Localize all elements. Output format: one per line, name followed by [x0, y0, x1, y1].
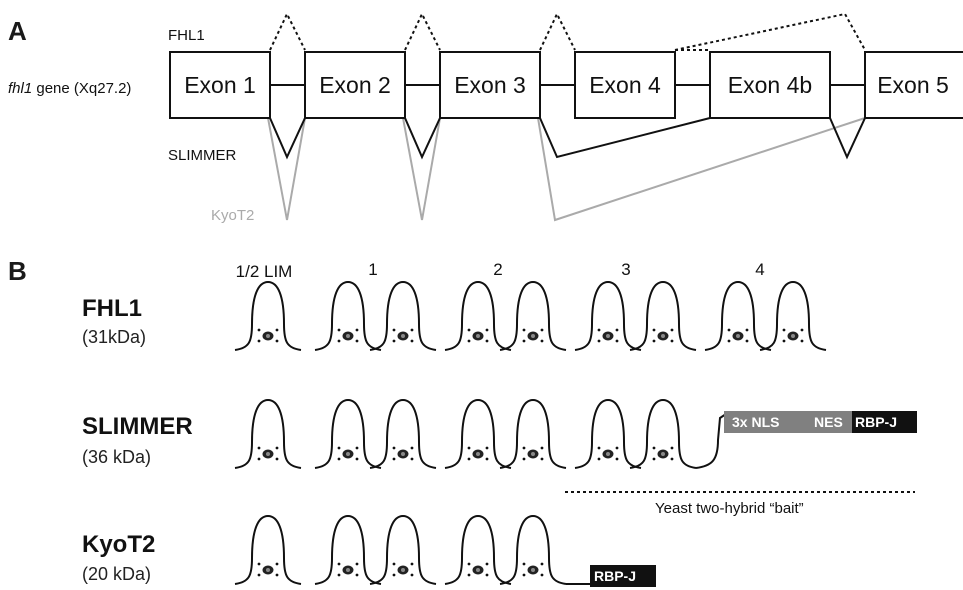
kyot2-rbpj-label: RBP-J — [594, 568, 636, 584]
slimmer-rbpj-label: RBP-J — [855, 414, 897, 430]
exon-4b-label: Exon 4b — [728, 72, 812, 98]
exon-4b: Exon 4b — [710, 52, 830, 118]
slimmer-zinc-fingers — [235, 400, 696, 468]
slimmer-protein-mass: (36 kDa) — [82, 447, 151, 467]
kyot2-isoform-label: KyoT2 — [211, 207, 254, 224]
lim-label-1: 1 — [368, 260, 377, 279]
exon-5-label: Exon 5 — [877, 72, 949, 98]
panel-b-letter: B — [8, 256, 27, 286]
slimmer-nes-label: NES — [814, 414, 843, 430]
exon-3: Exon 3 — [440, 52, 540, 118]
fhl1-protein-mass: (31kDa) — [82, 327, 146, 347]
fhl1-zinc-fingers — [235, 282, 826, 350]
lim-label-3: 3 — [621, 260, 630, 279]
exon-1: Exon 1 — [170, 52, 270, 118]
exon-4: Exon 4 — [575, 52, 675, 118]
exon-4-label: Exon 4 — [589, 72, 661, 98]
exon-2-label: Exon 2 — [319, 72, 391, 98]
lim-label-half: 1/2 LIM — [236, 262, 293, 281]
kyot2-splice-lines — [268, 118, 865, 220]
slimmer-isoform-label: SLIMMER — [168, 147, 237, 164]
gene-label-italic: fhl1 — [8, 80, 32, 97]
gene-label: fhl1 gene (Xq27.2) — [8, 80, 131, 97]
lim-label-2: 2 — [493, 260, 502, 279]
panel-a-letter: A — [8, 16, 27, 46]
bait-label: Yeast two-hybrid “bait” — [655, 500, 804, 517]
kyot2-zinc-fingers — [235, 516, 566, 584]
exon-5: Exon 5 — [865, 52, 963, 118]
exon-3-label: Exon 3 — [454, 72, 526, 98]
slimmer-protein-name: SLIMMER — [82, 413, 193, 440]
kyot2-protein-name: KyoT2 — [82, 531, 155, 558]
fhl1-protein-name: FHL1 — [82, 295, 142, 322]
exon-2: Exon 2 — [305, 52, 405, 118]
fhl1-splice-lines — [270, 14, 865, 50]
lim-label-4: 4 — [755, 260, 764, 279]
slimmer-nls-label: 3x NLS — [732, 414, 779, 430]
slimmer-linker — [696, 414, 726, 468]
kyot2-protein-mass: (20 kDa) — [82, 564, 151, 584]
fhl1-isoform-label: FHL1 — [168, 27, 205, 44]
gene-label-rest: gene (Xq27.2) — [32, 80, 131, 97]
exon-1-label: Exon 1 — [184, 72, 256, 98]
slimmer-splice-lines — [270, 118, 865, 157]
